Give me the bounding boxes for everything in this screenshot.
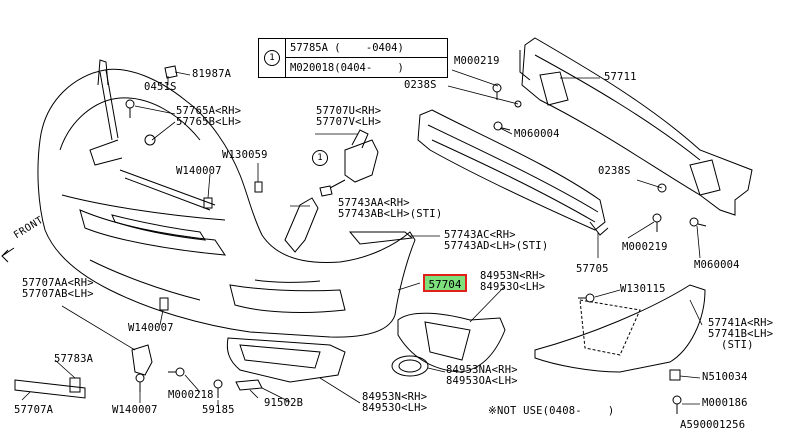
part-label-M000219-top[interactable]: M000219 [454, 55, 500, 67]
part-label-M060004-right[interactable]: M060004 [694, 259, 740, 271]
part-label-57743AA[interactable]: 57743AA<RH> 57743AB<LH>(STI) [338, 197, 443, 220]
part-label-W140007-mid[interactable]: W140007 [128, 322, 174, 334]
fasteners-drawing [125, 65, 707, 414]
part-label-57705[interactable]: 57705 [576, 263, 609, 275]
part-label-W140007-bottom[interactable]: W140007 [112, 404, 158, 416]
part-label-0238S-top[interactable]: 0238S [404, 79, 437, 91]
part-label-M060004-top[interactable]: M060004 [514, 128, 560, 140]
reinforcement-beam-drawing [519, 37, 753, 216]
reference-row-1: 57785A ( -0404) [290, 42, 404, 54]
part-label-57783A[interactable]: 57783A [54, 353, 94, 365]
not-use-note: ※NOT USE(0408- ) [488, 405, 615, 417]
part-label-M000219-right[interactable]: M000219 [622, 241, 668, 253]
reference-table: 1 57785A ( -0404) M020018(0404- ) [258, 38, 448, 78]
part-label-M000186[interactable]: M000186 [702, 397, 748, 409]
leader-lines [21, 69, 703, 406]
part-label-N510034[interactable]: N510034 [702, 371, 748, 383]
part-label-W140007-top[interactable]: W140007 [176, 165, 222, 177]
bumper-cover-drawing [37, 59, 416, 338]
part-label-W130115[interactable]: W130115 [620, 283, 666, 295]
part-label-57741[interactable]: 57741A<RH> 57741B<LH> (STI) [708, 317, 774, 351]
energy-absorber-drawing [417, 109, 609, 236]
callout-marker-1: 1 [312, 150, 328, 166]
part-label-57707U[interactable]: 57707U<RH> 57707V<LH> [316, 105, 382, 128]
side-spoiler-drawing [534, 284, 706, 373]
part-label-0238S-right[interactable]: 0238S [598, 165, 631, 177]
part-label-59185[interactable]: 59185 [202, 404, 235, 416]
part-label-84953NA[interactable]: 84953NA<RH> 84953OA<LH> [446, 364, 518, 387]
reference-index-cell: 1 [259, 39, 286, 77]
highlighted-part-57704[interactable]: 57704 [423, 274, 467, 292]
part-label-W130059[interactable]: W130059 [222, 149, 268, 161]
part-label-57707AA[interactable]: 57707AA<RH> 57707AB<LH> [22, 277, 94, 300]
part-label-57707A[interactable]: 57707A [14, 404, 54, 416]
part-label-81987A[interactable]: 81987A [192, 68, 232, 80]
part-label-57711[interactable]: 57711 [604, 71, 637, 83]
part-label-57765[interactable]: 57765A<RH> 57765B<LH> [176, 105, 242, 128]
reference-index-marker: 1 [264, 50, 280, 66]
part-label-M000218[interactable]: M000218 [168, 389, 214, 401]
part-label-91502B[interactable]: 91502B [264, 397, 304, 409]
part-label-84953N-lower[interactable]: 84953N<RH> 84953O<LH> [362, 391, 428, 414]
part-label-0451S[interactable]: 0451S [144, 81, 177, 93]
diagram-id: A590001256 [680, 419, 746, 431]
part-label-84953N-upper[interactable]: 84953N<RH> 84953O<LH> [480, 270, 546, 293]
bracket-57707u-drawing [319, 129, 379, 197]
reference-row-2: M020018(0404- ) [290, 62, 404, 74]
part-label-57743AC[interactable]: 57743AC<RH> 57743AD<LH>(STI) [444, 229, 549, 252]
